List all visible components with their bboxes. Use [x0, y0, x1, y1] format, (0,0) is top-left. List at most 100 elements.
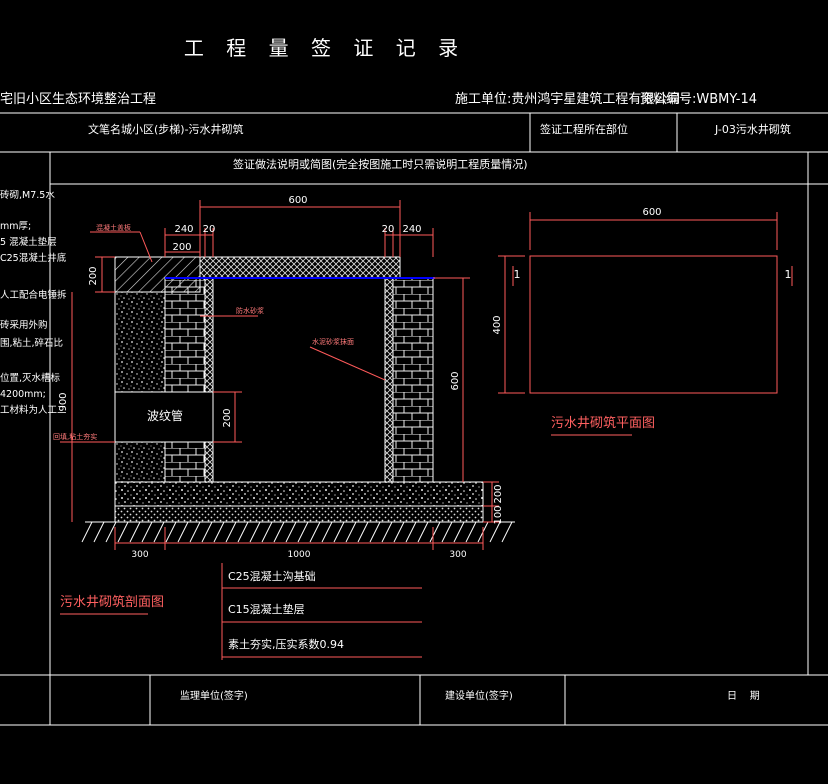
left-plaster-upper	[204, 277, 214, 393]
note-line: 位置,灭水槽标	[0, 372, 61, 384]
section-dim-labels: 600 240 20 200 20 240 200 900 200 600 20…	[58, 195, 504, 560]
note-line: 砖砌,M7.5水	[0, 189, 55, 201]
cover-slab	[199, 256, 401, 279]
c25-base	[114, 481, 484, 507]
dim-600-right: 600	[450, 371, 461, 390]
ground-tick	[141, 521, 153, 543]
corrugated-pipe	[114, 391, 214, 443]
callout-plaster-out: 水泥砂浆抹面	[312, 337, 354, 346]
ground-tick	[369, 521, 381, 543]
section-callouts: 混凝土盖板 防水砂浆 水泥砂浆抹面 回填,粘土夯实	[53, 223, 354, 441]
ground-tick	[345, 521, 357, 543]
ground-tick	[393, 521, 405, 543]
plan-dim-400: 400	[492, 315, 503, 334]
dim-20-right: 20	[382, 224, 395, 235]
note-line: 人工配合电锤拆	[0, 289, 67, 301]
form-grid	[0, 112, 828, 726]
plan-outline	[529, 255, 778, 394]
ground-tick	[465, 521, 477, 543]
ground-tick	[201, 521, 213, 543]
note-line: mm厚;	[0, 221, 31, 232]
dim-300-left: 300	[131, 550, 148, 560]
ground-tick	[225, 521, 237, 543]
ground-tick	[189, 521, 201, 543]
plan-drawing-title: 污水井砌筑平面图	[551, 415, 655, 431]
ground-tick	[273, 521, 285, 543]
ground-tick	[249, 521, 261, 543]
section-drawing: 波纹管	[81, 256, 515, 543]
slab-left	[114, 256, 201, 293]
form-title: 工 程 量 签 证 记 录	[184, 36, 466, 60]
callout-backfill: 回填,粘土夯实	[53, 432, 97, 441]
legend-c25: C25混凝土沟基础	[228, 569, 316, 583]
owner-signature-label: 建设单位(签字)	[445, 689, 513, 702]
ground-tick	[417, 521, 429, 543]
dim-100-base: 100	[493, 505, 504, 524]
pipe-label: 波纹管	[147, 408, 183, 423]
dim-200-pipe: 200	[222, 408, 233, 427]
ground-tick	[93, 521, 105, 543]
location-label: 签证工程所在部位	[540, 122, 628, 136]
dim-300-right: 300	[449, 550, 466, 560]
note-line: 工材料为人工二	[0, 404, 67, 416]
ground-tick	[501, 521, 513, 543]
section-legend: C25混凝土沟基础 C15混凝土垫层 素土夯实,压实系数0.94	[228, 569, 344, 651]
dim-200-slab: 200	[88, 266, 99, 285]
plan-cut-right: 1	[785, 268, 792, 281]
dim-900: 900	[58, 392, 69, 411]
doc-number: 资料编号:WBMY-14	[640, 92, 757, 107]
ground-tick	[321, 521, 333, 543]
dim-1000: 1000	[288, 550, 311, 560]
ground-tick	[441, 521, 453, 543]
backfill-upper	[114, 291, 166, 393]
dim-200-base: 200	[493, 484, 504, 503]
ground-tick	[129, 521, 141, 543]
plan-dim-600: 600	[642, 207, 661, 218]
ground-tick	[333, 521, 345, 543]
ground-tick	[237, 521, 249, 543]
dim-200-left: 200	[172, 242, 191, 253]
note-line: 5 混凝土垫层	[0, 236, 57, 248]
ground-tick	[309, 521, 321, 543]
item-value: J-03污水井砌筑	[714, 122, 791, 136]
legend-c15: C15混凝土垫层	[228, 602, 305, 616]
ground-tick	[213, 521, 225, 543]
right-brick-wall	[392, 277, 434, 483]
callout-cover: 混凝土盖板	[96, 223, 131, 232]
ground-tick	[117, 521, 129, 543]
left-plaster-lower	[204, 441, 214, 483]
notes-column: 砖砌,M7.5水 mm厚; 5 混凝土垫层 C25混凝土井底 人工配合电锤拆 砖…	[0, 189, 67, 416]
contractor-label: 施工单位:贵州鸿宇星建筑工程有限公司	[455, 91, 680, 107]
ground-tick	[153, 521, 165, 543]
ground-tick	[285, 521, 297, 543]
legend-soil: 素土夯实,压实系数0.94	[228, 637, 344, 651]
ground-tick	[381, 521, 393, 543]
left-brick-wall-upper	[164, 277, 206, 393]
dim-240-right: 240	[402, 224, 421, 235]
ground-tick	[297, 521, 309, 543]
note-line: 砖采用外购	[0, 319, 48, 331]
ground-tick	[261, 521, 273, 543]
dim-20-left: 20	[203, 224, 216, 235]
ground-tick	[105, 521, 117, 543]
ground-ticks	[81, 521, 513, 543]
left-brick-wall-lower	[164, 441, 206, 483]
section-heading: 签证做法说明或简图(完全按图施工时只需说明工程质量情况)	[233, 157, 528, 171]
dim-top-600: 600	[288, 195, 307, 206]
c15-cushion	[114, 505, 484, 523]
date-label: 日 期	[727, 690, 760, 702]
supervisor-signature-label: 监理单位(签字)	[180, 689, 248, 702]
ground-tick	[177, 521, 189, 543]
dim-240-left: 240	[174, 224, 193, 235]
ground-tick	[429, 521, 441, 543]
ground-tick	[405, 521, 417, 543]
plan-drawing: 600 400 1 1 污水井砌筑平面图	[492, 207, 793, 436]
note-line: C25混凝土井底	[0, 252, 67, 264]
section-dimensions	[60, 200, 499, 660]
right-plaster	[384, 277, 394, 483]
ground-tick	[165, 521, 177, 543]
project-name: 宅旧小区生态环境整治工程	[0, 92, 156, 107]
ground-tick	[357, 521, 369, 543]
location-value: 文笔名城小区(步梯)-污水井砌筑	[88, 122, 244, 136]
backfill-lower	[114, 441, 166, 483]
